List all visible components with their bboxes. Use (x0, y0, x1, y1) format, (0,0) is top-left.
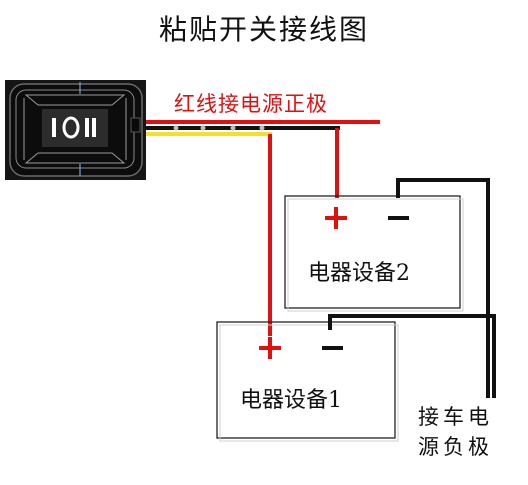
switch-position-symbols (52, 116, 96, 139)
negative-terminal-label: 接车电 源负极 (418, 402, 514, 462)
device1-box (216, 321, 396, 439)
negative-label-line2: 源负极 (418, 435, 493, 459)
rocker-switch (5, 80, 146, 180)
red-wire-caption: 红线接电源正极 (174, 92, 328, 116)
device1-label: 电器设备1 (240, 388, 342, 413)
device2-box (284, 195, 461, 309)
diagram-title: 粘贴开关接线图 (158, 13, 369, 46)
device2-plus-terminal (325, 207, 347, 229)
device2-minus-terminal (388, 216, 409, 220)
black-wire-device1-negative (328, 314, 496, 398)
black-wire-device2-negative (396, 178, 490, 398)
device1-minus-terminal (322, 346, 343, 350)
device2-label: 电器设备2 (308, 261, 410, 286)
negative-label-line1: 接车电 (418, 405, 493, 429)
device1-plus-terminal (259, 337, 281, 359)
switch-output-wires (146, 120, 380, 136)
